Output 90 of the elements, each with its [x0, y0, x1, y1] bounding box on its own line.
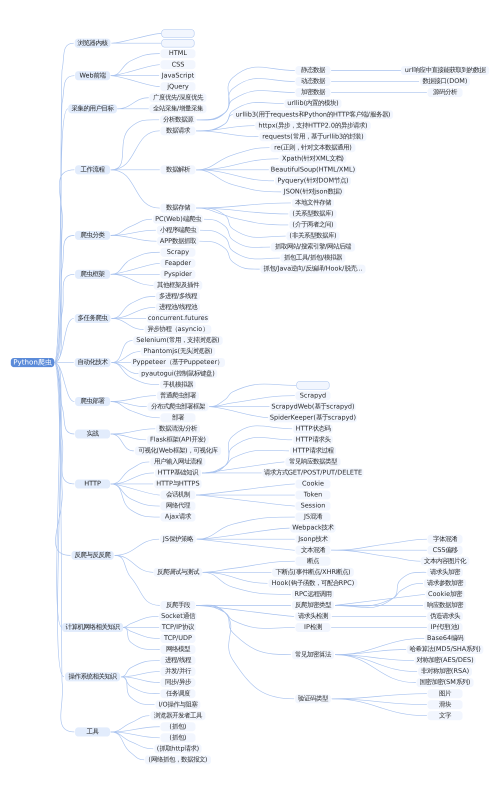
connector	[110, 394, 156, 402]
connector	[54, 362, 71, 556]
connector	[196, 168, 282, 192]
connector	[120, 676, 155, 704]
connector	[196, 604, 294, 699]
connector	[334, 654, 416, 682]
connector	[196, 130, 259, 137]
connector	[110, 428, 156, 434]
connector	[116, 96, 150, 109]
connector	[54, 274, 75, 362]
node-box	[161, 28, 194, 38]
connector	[122, 626, 160, 638]
connector	[54, 318, 74, 362]
connector	[196, 516, 296, 539]
connector	[111, 306, 156, 318]
connector	[202, 472, 262, 473]
connector	[54, 362, 75, 402]
connector	[122, 626, 160, 628]
connector	[111, 296, 156, 318]
connector	[114, 554, 160, 606]
connector	[330, 549, 421, 562]
connector	[196, 66, 296, 120]
connector	[120, 660, 160, 677]
connector	[110, 483, 160, 506]
connector	[110, 52, 160, 76]
connector	[334, 594, 426, 606]
connector	[111, 318, 144, 330]
connector	[120, 676, 160, 682]
connector	[334, 571, 427, 608]
connector	[196, 78, 296, 120]
connector	[54, 362, 75, 732]
connector	[54, 234, 75, 362]
connector	[110, 731, 160, 738]
connector	[334, 604, 424, 606]
connector	[110, 731, 145, 760]
connector	[334, 582, 424, 606]
connector	[330, 80, 420, 82]
connector	[330, 626, 428, 628]
connector	[54, 362, 75, 434]
connector	[202, 571, 292, 594]
node-box	[296, 380, 330, 389]
connector	[196, 538, 296, 550]
connector	[120, 676, 160, 694]
connector	[111, 362, 160, 384]
node-box	[161, 38, 194, 47]
connector	[202, 425, 293, 473]
connector	[200, 229, 280, 259]
connector	[110, 433, 146, 440]
connector	[110, 274, 154, 286]
connector	[116, 108, 150, 109]
connector	[196, 483, 296, 495]
connector	[54, 108, 68, 362]
connector	[110, 483, 160, 495]
connector	[114, 554, 154, 572]
connector	[110, 433, 134, 451]
connector	[202, 461, 285, 473]
connector	[54, 168, 75, 362]
connector	[122, 626, 160, 650]
connector	[54, 362, 75, 484]
connector	[196, 90, 296, 120]
connector	[110, 731, 154, 749]
connector	[111, 32, 162, 44]
connector	[208, 383, 296, 407]
connector	[110, 483, 154, 484]
connector	[196, 202, 292, 208]
connector	[199, 240, 260, 269]
connector	[110, 472, 154, 484]
connector	[110, 483, 160, 517]
connector	[110, 118, 160, 170]
connector	[208, 406, 268, 418]
connector	[110, 400, 160, 418]
connector	[196, 207, 286, 238]
connector	[202, 449, 290, 473]
connector	[110, 400, 148, 407]
connector	[110, 74, 160, 87]
connector	[196, 494, 296, 495]
connector	[110, 234, 157, 242]
connector	[196, 604, 294, 616]
connector	[110, 64, 160, 76]
connector	[110, 251, 160, 274]
connector	[54, 362, 64, 677]
connector	[111, 42, 162, 44]
connector	[111, 350, 141, 362]
connector	[122, 616, 159, 628]
connector	[204, 218, 270, 248]
connector	[331, 698, 428, 716]
connector	[196, 494, 296, 506]
connector	[110, 168, 160, 208]
connector	[202, 436, 293, 473]
connector	[196, 604, 296, 628]
